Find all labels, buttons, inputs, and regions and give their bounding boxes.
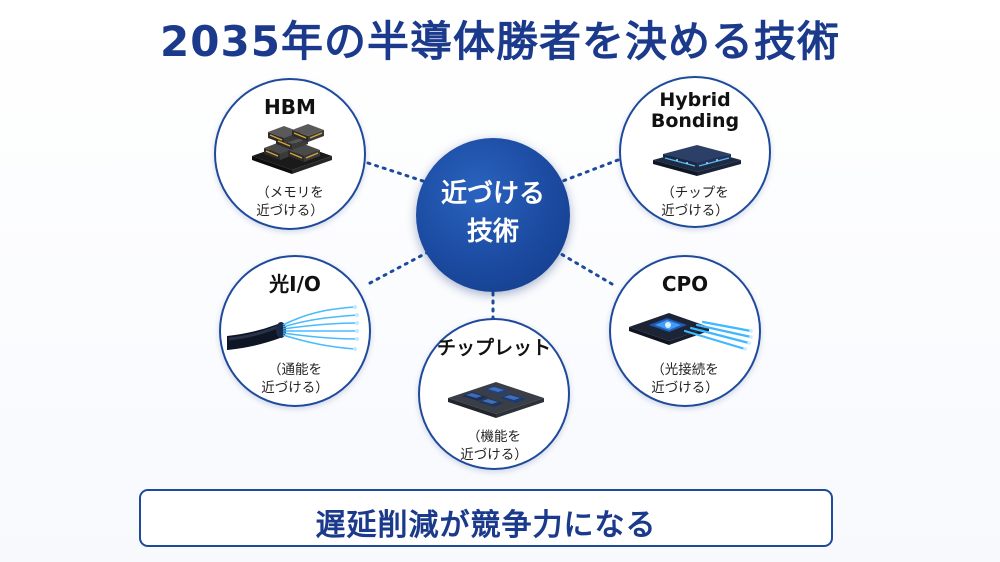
node-chiplet-desc-line2: 近づける）	[460, 447, 528, 464]
node-cpo-desc-line2: 近づける）	[651, 380, 719, 397]
center-label: 近づける 技術	[416, 176, 570, 251]
node-optical-label: 光I/O	[269, 272, 321, 296]
node-optical-io: 光I/O （通能を 近づける）	[219, 255, 371, 407]
node-chiplet-desc-line1: （機能を	[467, 429, 521, 445]
conclusion-banner: 遅延削減が競争力になる	[139, 489, 833, 547]
center-label-line1: 近づける	[440, 179, 545, 209]
node-hybrid-label: Hybrid Bonding	[621, 89, 769, 133]
node-hybrid-desc-line2: 近づける）	[661, 203, 729, 220]
node-optical-desc-line1: （通能を	[268, 362, 322, 378]
connector-hybrid	[553, 158, 620, 186]
node-hybrid-desc: （チップを 近づける）	[621, 184, 769, 220]
node-hbm: HBM	[214, 78, 366, 230]
node-optical-desc-line2: 近づける）	[261, 380, 329, 397]
center-label-line2: 技術	[466, 216, 519, 247]
conclusion-text: 遅延削減が競争力になる	[315, 508, 657, 543]
bonded-chip-icon	[653, 145, 741, 176]
memory-stack-icon	[252, 124, 332, 174]
connector-hbm	[366, 161, 434, 186]
node-hybrid-desc-line1: （チップを	[661, 185, 729, 201]
node-hybrid-label-line1: Hybrid	[659, 89, 731, 111]
node-hbm-label: HBM	[264, 95, 316, 119]
connector-cpo	[554, 249, 614, 286]
node-hybrid-label-line2: Bonding	[650, 110, 740, 133]
node-hbm-desc-line2: 近づける）	[256, 203, 324, 220]
chiplet-package-icon	[448, 382, 544, 418]
connector-optical	[368, 248, 434, 285]
node-cpo: CPO （光接続を 近づける）	[609, 255, 761, 407]
center-node: 近づける 技術	[416, 138, 570, 292]
node-hbm-desc: （メモリを 近づける）	[216, 184, 364, 220]
node-cpo-label: CPO	[661, 272, 709, 296]
node-chiplet-desc: （機能を 近づける）	[420, 428, 568, 464]
node-cpo-desc: （光接続を 近づける）	[611, 361, 759, 397]
page-title: 2035年の半導体勝者を決める技術	[160, 17, 840, 66]
node-chiplet: チップレット （機能を 近づける）	[418, 318, 570, 470]
co-packaged-optics-icon	[629, 313, 753, 351]
node-hbm-desc-line1: （メモリを	[256, 185, 324, 201]
fiber-optic-icon	[227, 305, 359, 351]
node-optical-desc: （通能を 近づける）	[221, 361, 369, 397]
node-hybrid-bonding: Hybrid Bonding （チップを 近づける）	[619, 76, 771, 228]
node-cpo-desc-line1: （光接続を	[651, 362, 719, 378]
node-chiplet-label: チップレット	[436, 337, 551, 359]
